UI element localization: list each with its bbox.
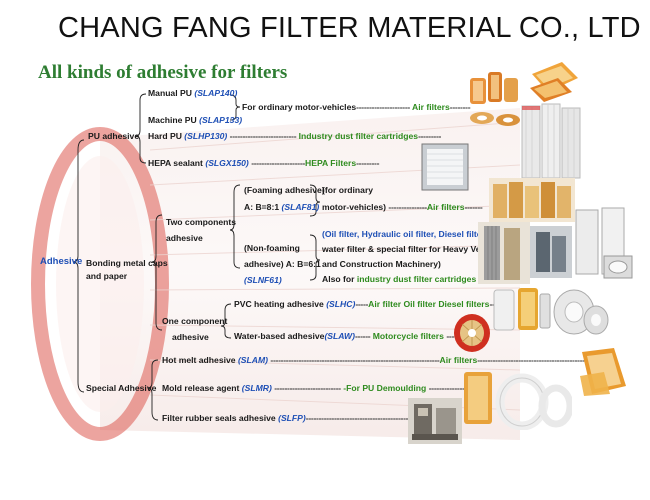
rubber-seal-photo-icon <box>464 372 572 430</box>
air-filters-target: Air filters <box>426 202 465 212</box>
pvc-code: (SLHC) <box>326 299 356 309</box>
mold-release-item: Mold release agent (SLMR) --------------… <box>162 383 483 393</box>
motorcycle-filter-photo-icon <box>454 314 490 352</box>
hepa-filter-photo-icon <box>421 143 469 191</box>
oil-line3: and Construction Machinery) <box>322 259 441 269</box>
dash-line: --------------------- <box>356 102 410 112</box>
diesel-filter-photo-icon <box>493 288 551 331</box>
mold-name: Mold release agent <box>162 383 240 393</box>
non-foaming-adhesive-item: (Non-foaming adhesive) A: B=6:1 (SLNF61) <box>244 240 321 288</box>
foaming-code: (SLAF81) <box>281 202 320 212</box>
hotmelt-target: Air filters <box>439 355 478 365</box>
manual-pu-item: Manual PU (SLAP140) <box>148 88 237 98</box>
company-title: CHANG FANG FILTER MATERIAL CO., LTD <box>58 12 641 44</box>
dash-line: ------ <box>355 331 371 341</box>
two-components-label: Two components adhesive <box>166 214 236 246</box>
dash-line: --------------------- <box>251 158 305 168</box>
bonding-label-line1: Bonding metal caps <box>86 258 168 268</box>
machine-pu-name: Machine PU <box>148 115 197 125</box>
filter-element-photo-icon <box>478 222 530 284</box>
dash-line: --------------- <box>388 202 427 212</box>
hotmelt-code: (SLAM) <box>237 355 269 365</box>
mold-code: (SLMR) <box>241 383 272 393</box>
ordinary-line2: motor-vehicles) ---------------Air filte… <box>322 202 483 212</box>
one-component-label: One component adhesive <box>162 313 227 345</box>
two-components-line2: adhesive <box>166 233 203 243</box>
cartridge-with-lid-photo-icon <box>575 207 633 279</box>
oil-filter-group-photo-icon <box>489 178 575 222</box>
special-adhesive-label: Special Adhesive <box>86 383 157 393</box>
hepa-sealant-item: HEPA sealant (SLGX150) -----------------… <box>148 158 379 168</box>
machine-pu-code: (SLAP133) <box>199 115 243 125</box>
oil-line1: (Oil filter, Hydraulic oil filter, Diese… <box>322 229 487 239</box>
foaming-line1: (Foaming adhesive) <box>244 185 325 195</box>
manual-pu-code: (SLAP140) <box>194 88 238 98</box>
oil-line2: water filter & special filter for Heavy … <box>322 244 501 254</box>
bonding-label-line2: and paper <box>86 271 128 281</box>
machine-photo-icon <box>408 398 462 444</box>
air-filter-photo-icon <box>470 72 520 126</box>
motorcycle-target: Motorcycle filters <box>372 331 444 341</box>
ordinary-vehicles-row: For ordinary motor-vehicles-------------… <box>242 102 471 112</box>
hepa-sealant-name: HEPA sealant <box>148 158 203 168</box>
hotmelt-name: Hot melt adhesive <box>162 355 236 365</box>
dash-line: ----- <box>355 299 369 309</box>
hard-pu-code: (SLHP130) <box>184 131 228 141</box>
page-subtitle: All kinds of adhesive for filters <box>38 62 288 83</box>
nonfoaming-line1: (Non-foaming <box>244 243 300 253</box>
pvc-name: PVC heating adhesive <box>234 299 324 309</box>
ordinary-vehicles-text: For ordinary motor-vehicles <box>242 102 357 112</box>
foaming-adhesive-item: (Foaming adhesive) A: B=8:1 (SLAF81) <box>244 182 325 216</box>
foaming-line2: A: B=8:1 (SLAF81) <box>244 202 320 212</box>
rubber-seals-item: Filter rubber seals adhesive (SLFP)-----… <box>162 413 460 423</box>
dash-line: ----------------------------------------… <box>305 413 460 423</box>
hard-pu-name: Hard PU <box>148 131 182 141</box>
dash-line: ----------------------------------------… <box>270 355 440 365</box>
mold-target: -For PU Demoulding <box>343 383 427 393</box>
dark-filter-photo-icon <box>530 226 572 278</box>
root-label: Adhesive <box>40 256 83 267</box>
dash-line: --------------------- <box>428 383 483 393</box>
hard-pu-item: Hard PU (SLHP130) ----------------------… <box>148 131 441 141</box>
nonfoaming-line2: adhesive) A: B=6:1 <box>244 259 321 269</box>
air-filters-target: Air filters <box>412 102 450 112</box>
industry-dust-target: Industry dust filter cartridges <box>298 131 419 141</box>
two-components-line1: Two components <box>166 217 237 227</box>
seals-code: (SLFP) <box>278 413 306 423</box>
water-code: (SLAW) <box>324 331 355 341</box>
water-name: Water-based adhesive <box>234 331 325 341</box>
dust-cartridge-photo-icon <box>521 103 581 179</box>
one-component-line1: One component <box>162 316 228 326</box>
nonfoaming-code: (SLNF61) <box>244 275 282 285</box>
dash-line: ----------------------------------------… <box>477 355 598 365</box>
hot-melt-item: Hot melt adhesive (SLAM) ---------------… <box>162 355 598 365</box>
dash-line: ------- <box>464 202 483 212</box>
one-component-line2: adhesive <box>172 332 209 342</box>
ordinary-line1: (for ordinary <box>322 185 374 195</box>
orange-panel-filter-photo-icon <box>580 348 626 396</box>
pvc-target: Air filter Oil filter Diesel filters <box>368 299 490 309</box>
dash-line: --------- <box>356 158 380 168</box>
manual-pu-name: Manual PU <box>148 88 192 98</box>
bonding-label: Bonding metal caps and paper <box>86 257 168 283</box>
dash-line: -------------------------- <box>274 383 341 393</box>
pvc-heating-item: PVC heating adhesive (SLHC)-----Air filt… <box>234 299 508 309</box>
round-filter-photo-icon <box>553 289 609 335</box>
industry-dust-target: industry dust filter cartridges <box>356 274 477 284</box>
machine-pu-item: Machine PU (SLAP133) <box>148 115 242 125</box>
ordinary-vehicles-item: (for ordinary motor-vehicles) ----------… <box>322 182 483 216</box>
dash-line: --------- <box>418 131 442 141</box>
pu-adhesive-label: PU adhesive <box>88 131 140 141</box>
panel-filter-photo-icon <box>530 62 578 102</box>
oil-filter-item: (Oil filter, Hydraulic oil filter, Diese… <box>322 227 500 287</box>
dash-line: -------------------------- <box>229 131 297 141</box>
also-industry-line: Also for industry dust filter cartridges <box>322 274 477 284</box>
seals-name: Filter rubber seals adhesive <box>162 413 276 423</box>
hepa-sealant-code: (SLGX150) <box>205 158 249 168</box>
hepa-filters-target: HEPA Filters <box>305 158 357 168</box>
dash-line: -------- <box>449 102 471 112</box>
water-based-item: Water-based adhesive(SLAW)------ Motorcy… <box>234 331 465 341</box>
